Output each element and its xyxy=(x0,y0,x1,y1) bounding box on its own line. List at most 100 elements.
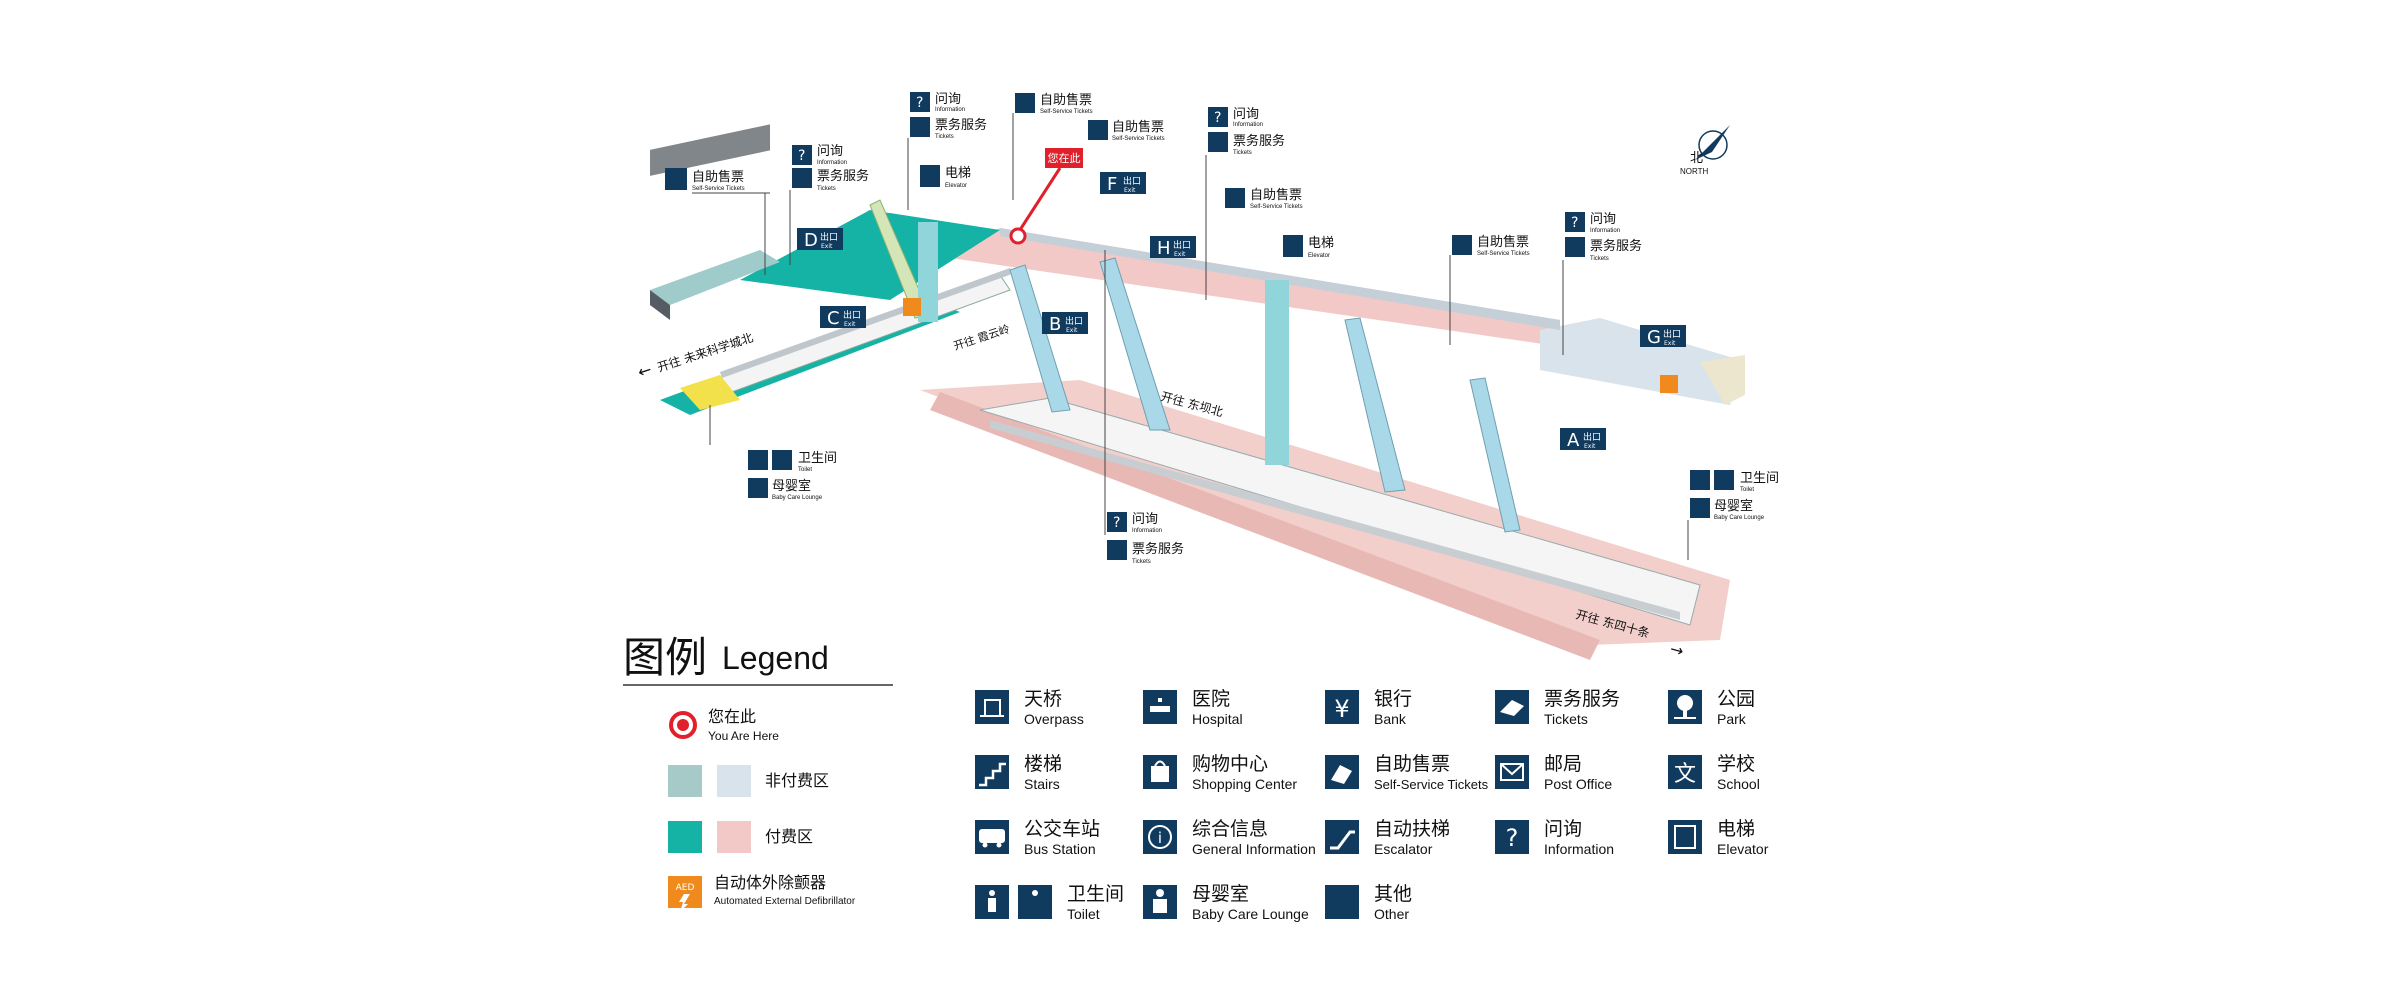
callout-self-service-3: 自助售票 Self-Service Tickets xyxy=(1088,119,1165,142)
legend-aed: AED 自动体外除颤器 Automated External Defibrill… xyxy=(668,873,856,912)
callout-toilet-baby-2: 卫生间 Toilet 母婴室 Baby Care Lounge xyxy=(1687,470,1779,560)
svg-text:¥: ¥ xyxy=(1334,695,1349,723)
svg-text:其他: 其他 xyxy=(1374,883,1412,905)
svg-text:Self-Service Tickets: Self-Service Tickets xyxy=(692,186,745,192)
bank-icon xyxy=(1325,690,1359,724)
exit-g: G 出口 Exit xyxy=(1640,325,1686,348)
school-icon xyxy=(1668,755,1702,789)
callout-info-tickets-3: ? 问询 Information 票务服务 Tickets xyxy=(1205,107,1285,300)
svg-text:Tickets: Tickets xyxy=(1590,256,1609,262)
svg-text:Exit: Exit xyxy=(844,321,856,328)
svg-text:Toilet: Toilet xyxy=(798,467,812,473)
svg-text:Overpass: Overpass xyxy=(1024,711,1084,727)
svg-text:Shopping Center: Shopping Center xyxy=(1192,776,1297,792)
svg-text:D: D xyxy=(804,230,818,251)
svg-text:Information: Information xyxy=(817,160,847,166)
svg-text:开往 霞云岭: 开往 霞云岭 xyxy=(952,321,1012,352)
legend-you-are-here: 您在此 You Are Here xyxy=(669,707,779,743)
svg-text:Exit: Exit xyxy=(821,243,833,250)
svg-text:医院: 医院 xyxy=(1192,688,1230,710)
svg-text:公交车站: 公交车站 xyxy=(1024,818,1100,840)
legend-item-toilet: 卫生间 Toilet xyxy=(975,883,1124,922)
svg-text:卫生间: 卫生间 xyxy=(1740,471,1779,486)
svg-text:Toilet: Toilet xyxy=(1067,906,1100,922)
svg-text:Information: Information xyxy=(1233,122,1263,128)
svg-text:您在此: 您在此 xyxy=(1048,152,1081,165)
svg-text:Tickets: Tickets xyxy=(817,186,836,192)
svg-text:i: i xyxy=(1158,829,1162,847)
svg-text:自动扶梯: 自动扶梯 xyxy=(1374,818,1450,840)
svg-text:←: ← xyxy=(635,360,654,382)
svg-text:Post Office: Post Office xyxy=(1544,776,1612,792)
svg-text:非付费区: 非付费区 xyxy=(765,771,829,790)
svg-text:出口: 出口 xyxy=(1123,175,1141,187)
svg-text:?: ? xyxy=(1113,515,1120,531)
svg-text:Bank: Bank xyxy=(1374,711,1407,727)
svg-text:自助售票: 自助售票 xyxy=(692,169,744,185)
facility-callouts: 自助售票 Self-Service Tickets ? 问询 Informati… xyxy=(665,92,1779,565)
svg-text:自助售票: 自助售票 xyxy=(1112,119,1164,135)
svg-text:Tickets: Tickets xyxy=(1132,559,1151,565)
svg-text:Tickets: Tickets xyxy=(1544,711,1588,727)
exit-f: F 出口 Exit xyxy=(1100,172,1146,195)
svg-text:电梯: 电梯 xyxy=(1717,818,1755,840)
svg-text:→: → xyxy=(1668,639,1686,661)
svg-text:票务服务: 票务服务 xyxy=(1544,688,1620,710)
svg-text:Tickets: Tickets xyxy=(935,134,954,140)
svg-text:票务服务: 票务服务 xyxy=(1233,133,1285,149)
station-structure xyxy=(650,124,1745,660)
svg-text:天桥: 天桥 xyxy=(1024,688,1062,710)
svg-text:问询: 问询 xyxy=(1132,512,1158,527)
svg-text:Other: Other xyxy=(1374,906,1409,922)
callout-info-tickets-4: ? 问询 Information 票务服务 Tickets xyxy=(1562,212,1642,355)
svg-text:母婴室: 母婴室 xyxy=(1192,883,1249,905)
svg-text:Stairs: Stairs xyxy=(1024,776,1060,792)
svg-text:Information: Information xyxy=(1132,528,1162,534)
svg-text:付费区: 付费区 xyxy=(765,827,813,846)
svg-text:Escalator: Escalator xyxy=(1374,841,1433,857)
exit-labels: D 出口 Exit C 出口 Exit F 出口 Exit H 出口 Exit … xyxy=(797,172,1686,451)
svg-text:问询: 问询 xyxy=(1590,212,1616,227)
legend-paid: 付费区 xyxy=(668,821,813,853)
svg-text:票务服务: 票务服务 xyxy=(1132,541,1184,557)
callout-self-service-4: 自助售票 Self-Service Tickets xyxy=(1225,187,1303,210)
overpass-icon xyxy=(975,690,1009,724)
svg-text:Exit: Exit xyxy=(1066,327,1078,334)
svg-text:?: ? xyxy=(1571,215,1578,231)
aed-icon xyxy=(668,876,702,908)
compass: 北 NORTH xyxy=(1680,125,1730,176)
legend-item-self-service: 自助售票 Self-Service Tickets xyxy=(1325,753,1489,792)
svg-text:自动体外除颤器: 自动体外除颤器 xyxy=(714,873,826,892)
legend-non-paid: 非付费区 xyxy=(668,765,829,797)
svg-text:电梯: 电梯 xyxy=(945,166,971,181)
exit-h: H 出口 Exit xyxy=(1150,236,1196,259)
svg-text:Self-Service Tickets: Self-Service Tickets xyxy=(1250,204,1303,210)
svg-text:Park: Park xyxy=(1717,711,1747,727)
svg-text:购物中心: 购物中心 xyxy=(1192,753,1268,775)
svg-text:问询: 问询 xyxy=(1544,818,1582,840)
svg-text:NORTH: NORTH xyxy=(1680,167,1709,176)
svg-text:票务服务: 票务服务 xyxy=(817,168,869,184)
svg-text:母婴室: 母婴室 xyxy=(772,478,811,494)
svg-text:出口: 出口 xyxy=(843,309,861,321)
concourse-paid-area xyxy=(930,228,1560,345)
aed-marker-1 xyxy=(903,298,921,316)
svg-text:C: C xyxy=(827,308,840,329)
svg-text:?: ? xyxy=(1214,110,1221,126)
legend-item-other: 其他 Other xyxy=(1325,883,1412,922)
callout-self-service-5: 自助售票 Self-Service Tickets xyxy=(1449,234,1530,345)
svg-text:问询: 问询 xyxy=(935,92,961,107)
svg-text:Self-Service Tickets: Self-Service Tickets xyxy=(1112,136,1165,142)
svg-text:Bus Station: Bus Station xyxy=(1024,841,1096,857)
svg-text:您在此: 您在此 xyxy=(708,707,756,726)
svg-text:Exit: Exit xyxy=(1584,443,1596,450)
legend: 图例 Legend 您在此 You Are Here 非付费区 付费区 AED … xyxy=(623,633,1769,922)
legend-item-park: 公园 Park xyxy=(1668,688,1755,727)
legend-item-bank: ¥ 银行 Bank xyxy=(1325,688,1412,727)
svg-text:文: 文 xyxy=(1674,762,1696,787)
svg-text:Information: Information xyxy=(1544,841,1614,857)
svg-text:出口: 出口 xyxy=(820,231,838,243)
svg-text:票务服务: 票务服务 xyxy=(1590,238,1642,254)
legend-item-bus: 公交车站 Bus Station xyxy=(975,818,1100,857)
legend-item-stairs: 楼梯 Stairs xyxy=(975,753,1062,792)
